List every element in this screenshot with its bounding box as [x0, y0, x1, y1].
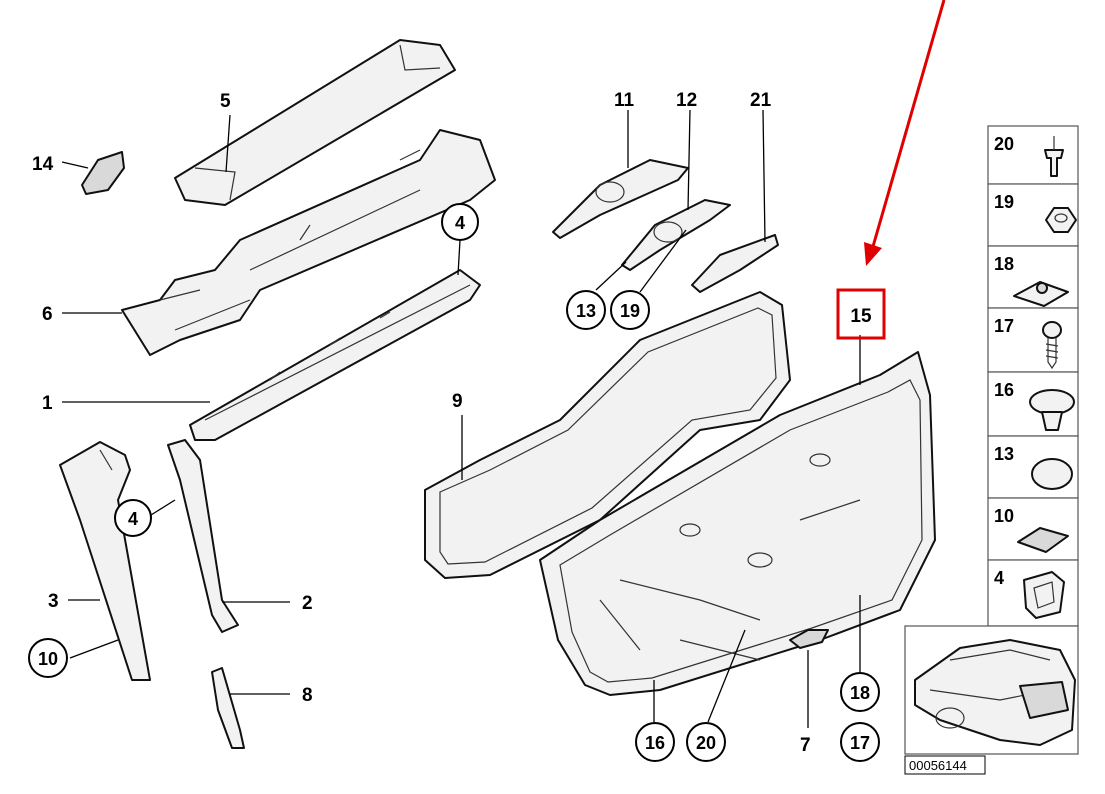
pad-icon: [1017, 527, 1069, 553]
label-17: 17: [850, 733, 870, 753]
label-2: 2: [302, 593, 313, 614]
part-3-pillar-trim: [59, 441, 151, 681]
label-4-left: 4: [128, 509, 138, 529]
push-clip-icon: [1029, 389, 1075, 431]
fastener-cell-20: [987, 125, 1079, 185]
part-12-handle-cover: [621, 199, 731, 271]
part-8-strip: [211, 667, 245, 749]
grommet-clip-icon: [1023, 571, 1065, 619]
label-14: 14: [32, 154, 54, 175]
label-16: 16: [645, 733, 665, 753]
label-1: 1: [42, 393, 53, 414]
panel-label-20: 20: [994, 134, 1014, 154]
label-12: 12: [676, 90, 697, 111]
part-6-panel: [121, 129, 496, 356]
part-7-clip: [789, 629, 829, 649]
speed-nut-icon: [1013, 281, 1069, 307]
red-arrow-icon: [864, 0, 946, 266]
hex-nut-icon: [1045, 207, 1077, 233]
label-5: 5: [220, 91, 231, 112]
label-8: 8: [302, 685, 313, 706]
label-21: 21: [750, 90, 772, 111]
screw-icon: [1042, 321, 1062, 370]
expanding-rivet-icon: [1044, 136, 1064, 177]
panel-label-16: 16: [994, 380, 1014, 400]
part-9-seal: [424, 291, 791, 579]
panel-label-19: 19: [994, 192, 1014, 212]
part-11-handle-cover: [552, 159, 689, 239]
reference-code-box: 00056144: [904, 755, 986, 775]
fastener-panel: 20 19 18 17 16 13 10 4: [987, 125, 1079, 627]
panel-label-18: 18: [994, 254, 1014, 274]
part-2-strip: [167, 439, 239, 633]
label-9: 9: [452, 391, 463, 412]
reference-code: 00056144: [909, 758, 967, 773]
fastener-cell-17: [987, 307, 1079, 373]
label-3: 3: [48, 591, 59, 612]
label-10: 10: [38, 649, 58, 669]
plug-cap-icon: [1031, 458, 1073, 490]
fastener-cell-10: [987, 497, 1079, 561]
part-15-tailgate-trim: [539, 351, 936, 696]
car-thumbnail: [904, 625, 1079, 755]
panel-label-4: 4: [994, 568, 1004, 588]
label-4-top: 4: [455, 213, 465, 233]
panel-label-10: 10: [994, 506, 1014, 526]
label-6: 6: [42, 304, 53, 325]
label-19: 19: [620, 301, 640, 321]
label-13: 13: [576, 301, 596, 321]
highlight-label-15: 15: [836, 288, 886, 340]
part-5-trim-cover: [174, 39, 456, 206]
part-21-plate: [691, 234, 779, 293]
label-7: 7: [800, 735, 811, 756]
part-labels: 5 14 6 1 3 2 8 9 11 12 21 7: [32, 90, 811, 756]
label-20: 20: [696, 733, 716, 753]
circled-labels: 4 4 10 13 19 16 20 18 17: [28, 203, 880, 762]
part-14-clip: [81, 151, 125, 195]
leader-lines: [61, 109, 861, 728]
label-15: 15: [850, 306, 872, 327]
panel-label-13: 13: [994, 444, 1014, 464]
label-11: 11: [614, 90, 635, 111]
part-1-strip: [189, 269, 481, 441]
panel-label-17: 17: [994, 316, 1014, 336]
label-18: 18: [850, 683, 870, 703]
